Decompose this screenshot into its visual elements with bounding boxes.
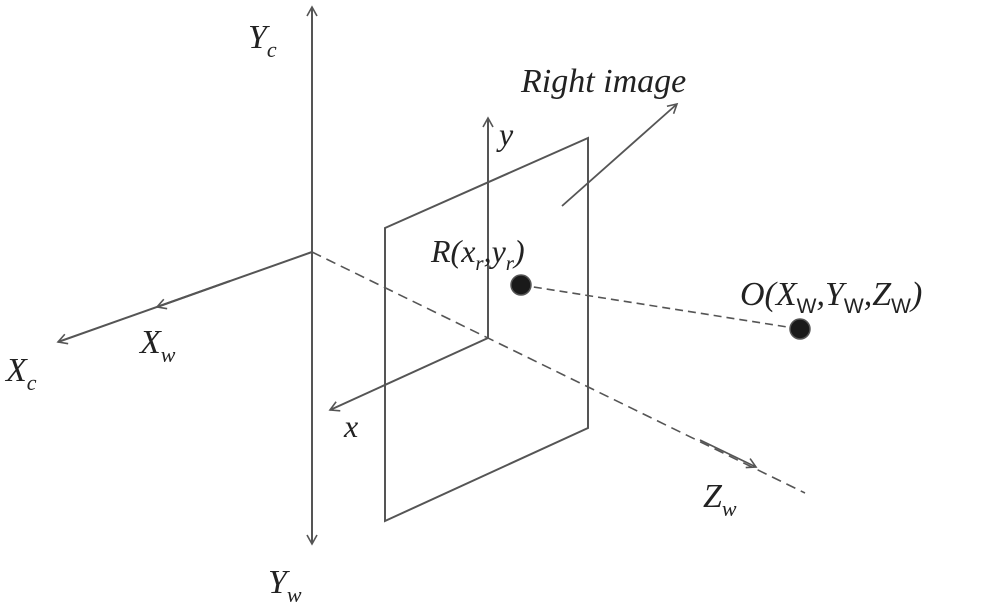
label-right-image: Right image <box>520 63 686 100</box>
x-world-arrow <box>155 280 231 310</box>
point-o <box>789 318 811 340</box>
image-x-axis <box>328 337 489 412</box>
right-image-plane <box>384 136 589 523</box>
z-world-arrow <box>699 439 758 469</box>
label-image-y: y <box>496 116 514 152</box>
label-yw: Yw <box>268 564 302 607</box>
label-yc: Yc <box>248 19 277 62</box>
label-zw: Zw <box>703 478 737 521</box>
label-point-r: R(xr,yr) <box>430 233 525 275</box>
label-xw: Xw <box>138 324 176 367</box>
label-point-o: O(XW,YW,ZW) <box>740 276 922 318</box>
right-image-pointer <box>561 102 679 207</box>
label-image-x: x <box>343 408 358 444</box>
label-xc: Xc <box>4 352 37 395</box>
z-world-axis <box>311 251 806 494</box>
point-r <box>510 274 532 296</box>
projection-ray <box>520 284 801 330</box>
